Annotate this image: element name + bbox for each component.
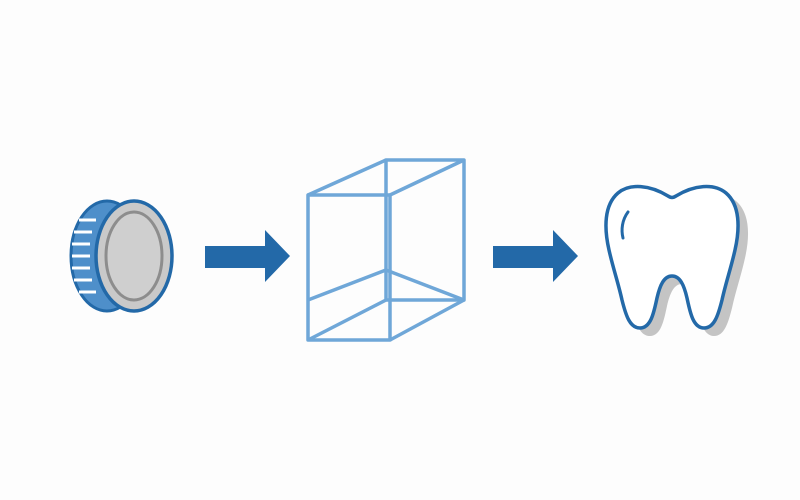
cube-edge — [307, 158, 387, 197]
tooth-icon — [604, 184, 749, 336]
coin-inner-ring — [104, 210, 164, 302]
cube-back-face — [384, 158, 466, 302]
cube-icon — [306, 158, 466, 342]
cube-front-face — [306, 193, 392, 342]
tooth-body — [604, 184, 740, 330]
arrow-right-icon — [205, 230, 290, 282]
arrow-right-icon — [493, 230, 578, 282]
arrow-cube-to-tooth — [493, 230, 578, 282]
cube-edge — [307, 298, 387, 342]
arrow-coin-to-cube — [205, 230, 290, 282]
cube-edge — [307, 268, 387, 302]
cube-edge — [385, 268, 465, 302]
cube-edge — [389, 298, 465, 342]
coin-ridges — [72, 218, 96, 294]
cube-edge — [389, 158, 465, 197]
coin-icon — [69, 199, 174, 313]
tooth-highlight — [620, 210, 630, 240]
